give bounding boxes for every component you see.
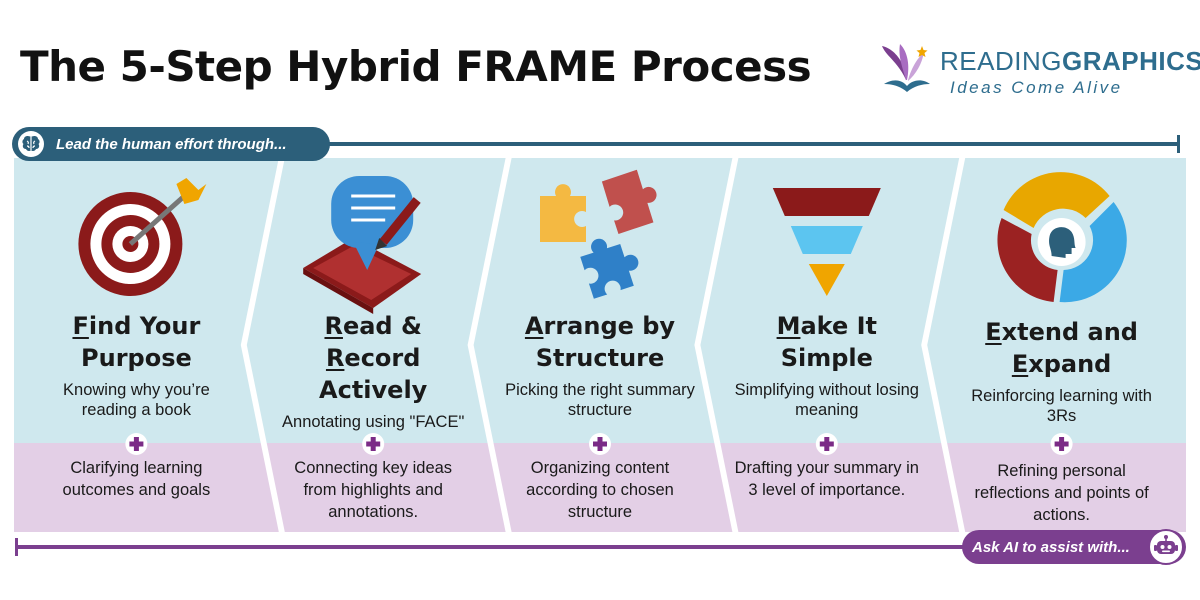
human-effort-label: Lead the human effort through... bbox=[12, 127, 330, 161]
step-description: Annotating using "FACE" bbox=[282, 413, 465, 431]
page-title: The 5-Step Hybrid FRAME Process bbox=[20, 42, 812, 91]
step-description: Picking the right summary structure bbox=[505, 381, 695, 419]
plus-icon bbox=[125, 433, 148, 455]
brand-logo: READINGGRAPHICS Ideas Come Alive bbox=[878, 40, 1200, 100]
step-description: Reinforcing learning with 3Rs bbox=[971, 387, 1152, 425]
human-track-line bbox=[30, 142, 1180, 146]
plus-icon bbox=[589, 433, 611, 455]
ai-task-4: Drafting your summary in 3 level of impo… bbox=[734, 459, 919, 499]
brand-tagline: Ideas Come Alive bbox=[950, 78, 1123, 97]
cycle-head-icon bbox=[997, 172, 1127, 303]
ai-task-3: Organizing content according to chosen s… bbox=[526, 459, 674, 521]
ai-track-line bbox=[18, 545, 1018, 549]
human-panel-4 bbox=[700, 158, 960, 443]
ai-panel-4 bbox=[720, 443, 960, 532]
human-panel-1 bbox=[14, 158, 279, 443]
note-tablet-icon bbox=[303, 176, 422, 314]
step-description: Simplifying without losing meaning bbox=[734, 381, 919, 419]
brand-name: READINGGRAPHICS bbox=[940, 46, 1200, 76]
robot-icon bbox=[1148, 529, 1184, 565]
butterfly-book-icon bbox=[882, 44, 930, 92]
plus-icon bbox=[362, 433, 385, 455]
human-panel-3 bbox=[473, 158, 733, 443]
ai-track-end bbox=[15, 538, 18, 556]
step-description: Knowing why you’re reading a book bbox=[63, 381, 210, 419]
ai-task-1: Clarifying learning outcomes and goals bbox=[62, 459, 211, 499]
human-track-end bbox=[1177, 135, 1180, 153]
ai-panel-2 bbox=[266, 443, 506, 532]
ai-panel-3 bbox=[493, 443, 733, 532]
funnel-icon bbox=[772, 188, 881, 296]
puzzle-icon bbox=[540, 169, 657, 299]
plus-icon bbox=[1050, 433, 1073, 455]
target-icon bbox=[78, 178, 207, 296]
plus-icon bbox=[815, 433, 838, 455]
brain-icon bbox=[18, 131, 44, 157]
ai-panel-5 bbox=[947, 443, 1186, 532]
ai-task-2: Connecting key ideas from highlights and… bbox=[294, 459, 453, 521]
human-effort-text: Lead the human effort through... bbox=[56, 135, 287, 153]
ai-assist-text: Ask AI to assist with... bbox=[972, 538, 1130, 556]
ai-panel-1 bbox=[14, 443, 279, 532]
ai-task-5: Refining personal reflections and points… bbox=[974, 462, 1149, 524]
